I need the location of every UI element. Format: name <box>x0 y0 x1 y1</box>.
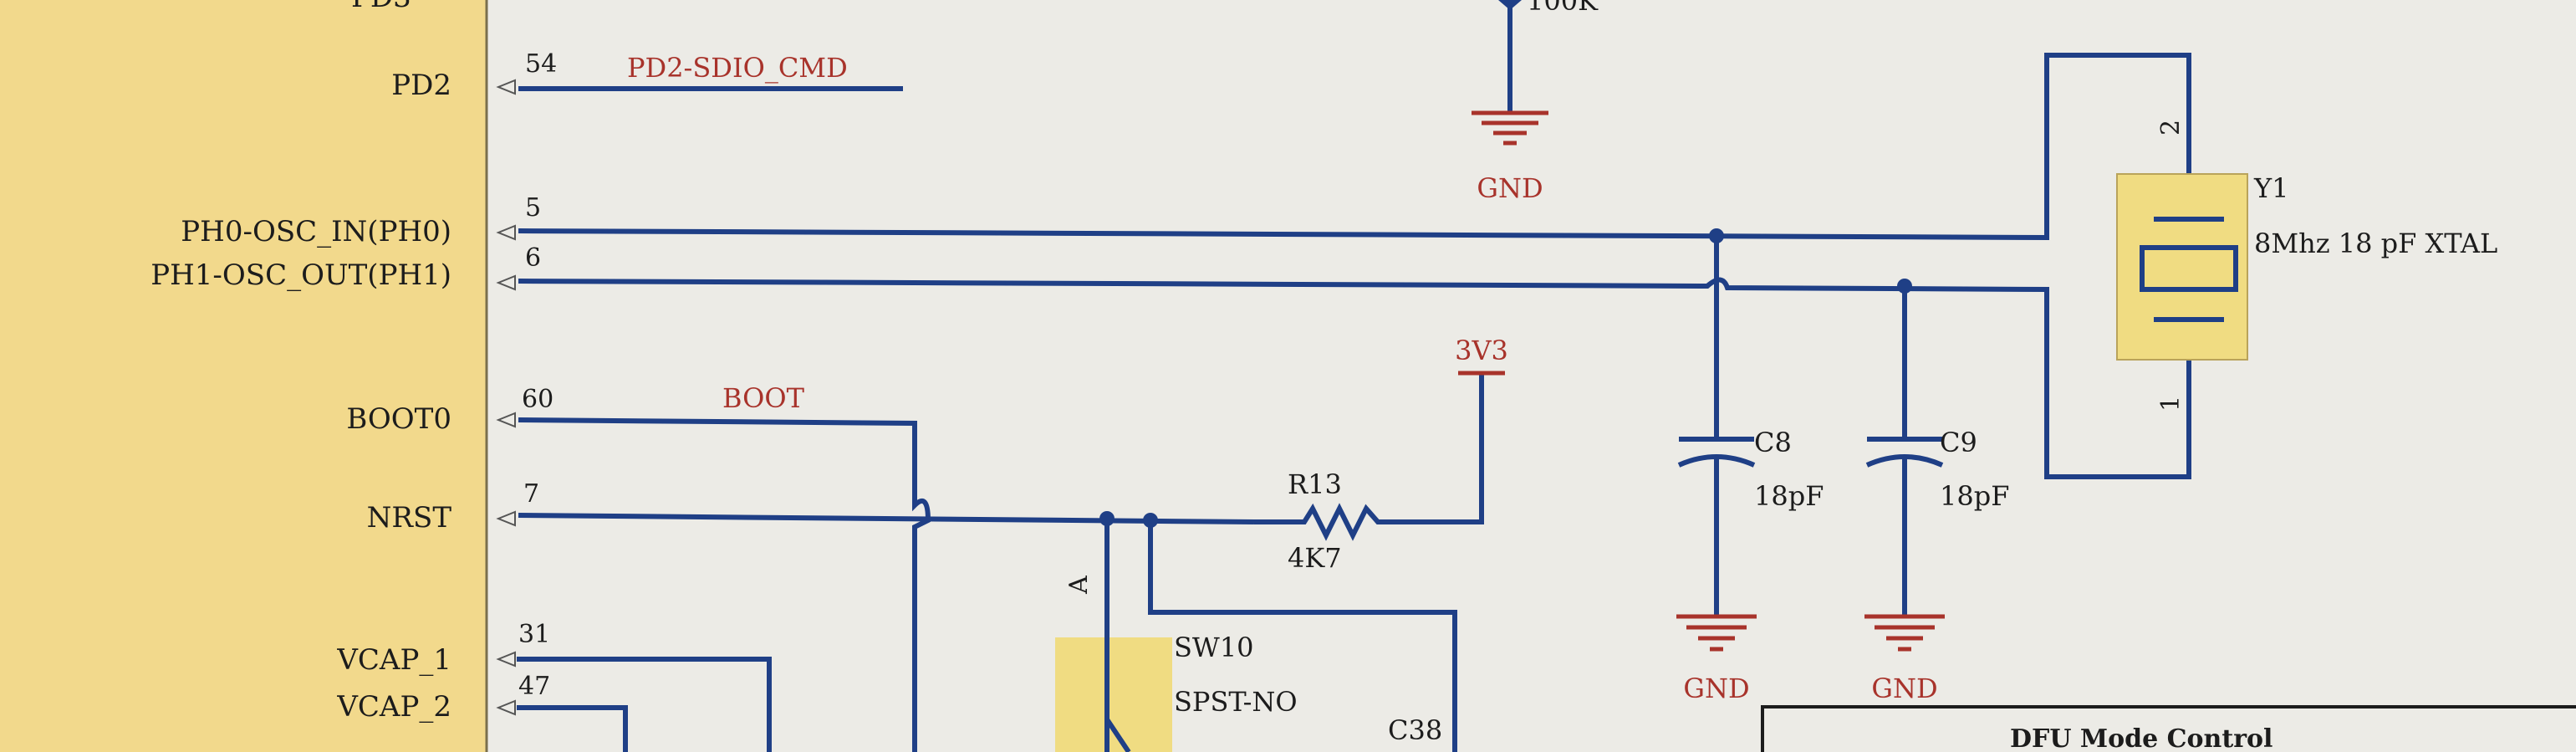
power-3v3: 3V3 <box>1455 335 1508 376</box>
y1-description: 8Mhz 18 pF XTAL <box>2254 228 2497 259</box>
pin-arrow-icon <box>496 651 516 668</box>
sw10-type: SPST-NO <box>1174 686 1298 718</box>
c9-value: 18pF <box>1940 480 2009 512</box>
pin-name: NRST <box>367 501 452 535</box>
pin-arrow-icon <box>496 274 516 291</box>
crystal-y1-body <box>2116 173 2248 361</box>
mcu-pin-name-cutoff: PD3 <box>351 0 411 14</box>
resistor-r13: R13 4K7 <box>1254 373 1484 574</box>
r13-value: 4K7 <box>1288 542 1342 574</box>
resistor-value-top: 100K <box>1527 0 1599 17</box>
gnd-symbol-c9: GND <box>1864 614 1945 704</box>
y1-pin1: 1 <box>2156 396 2186 412</box>
pin-name: PD2 <box>391 69 451 102</box>
dfu-mode-control-block: DFU Mode Control <box>1761 705 2576 752</box>
dfu-block-title: DFU Mode Control <box>2010 724 2272 752</box>
mcu-pin-boot0: BOOT0 60 BOOT <box>346 382 804 436</box>
wire-nrst <box>518 513 1255 524</box>
y1-designator: Y1 <box>2253 172 2288 204</box>
wire-osc-out <box>518 277 2191 479</box>
c8-designator: C8 <box>1754 427 1792 458</box>
gnd-symbol-c8: GND <box>1676 614 1757 704</box>
wire-vcap2 <box>517 705 628 752</box>
mcu-symbol-body <box>0 0 487 752</box>
pin-arrow-icon <box>496 224 516 241</box>
pin-name: PH0-OSC_IN(PH0) <box>181 215 451 248</box>
power-3v3-label: 3V3 <box>1455 335 1508 366</box>
pin-name: VCAP_1 <box>336 643 451 677</box>
pin-name: VCAP_2 <box>336 690 451 724</box>
r13-designator: R13 <box>1288 468 1342 500</box>
gnd-label: GND <box>1871 673 1937 704</box>
c38-designator: C38 <box>1388 714 1442 746</box>
pin-number: 5 <box>525 193 541 223</box>
gnd-label: GND <box>1477 172 1543 204</box>
mcu-pin-pd2: PD2 54 PD2-SDIO_CMD <box>391 49 903 102</box>
mcu-pin-vcap1: VCAP_1 31 <box>336 620 772 752</box>
pin-arrow-icon <box>496 699 516 716</box>
gnd-symbol-top: GND <box>1472 0 1548 204</box>
capacitor-c9: C9 18pF <box>1865 286 2009 615</box>
capacitor-c8: C8 18pF <box>1677 236 1824 615</box>
pin-number: 60 <box>522 385 553 414</box>
pin-name: BOOT0 <box>346 402 451 436</box>
pin-number: 31 <box>518 620 550 649</box>
net-label-pd2-sdio-cmd: PD2-SDIO_CMD <box>627 52 848 84</box>
crystal-y1: 2 1 Y1 8Mhz 18 pF XTAL <box>2116 120 2497 412</box>
pin-name: PH1-OSC_OUT(PH1) <box>150 258 451 292</box>
net-label-boot: BOOT <box>722 382 805 414</box>
c9-designator: C9 <box>1940 427 1977 458</box>
c8-value: 18pF <box>1754 480 1824 512</box>
pin-number: 7 <box>523 479 539 509</box>
dfu-block-frame <box>1761 705 2576 752</box>
mcu-pin-ph1: PH1-OSC_OUT(PH1) 6 <box>150 243 541 292</box>
y1-pin2: 2 <box>2156 120 2186 136</box>
sw10-designator: SW10 <box>1174 632 1254 663</box>
sw10-pin-marker: A <box>1064 576 1094 595</box>
pin-number: 6 <box>525 243 541 273</box>
pin-number: 54 <box>525 49 557 79</box>
pin-arrow-icon <box>496 79 516 95</box>
wire-osc-in <box>518 53 2191 241</box>
mcu-pin-nrst: NRST 7 <box>367 479 539 535</box>
gnd-label: GND <box>1683 673 1749 704</box>
pin-number: 47 <box>518 672 550 701</box>
wire-boot0 <box>518 417 931 752</box>
mcu-pin-ph0: PH0-OSC_IN(PH0) 5 <box>181 193 541 248</box>
switch-sw10-body <box>1055 637 1172 752</box>
pin-arrow-icon <box>496 510 516 527</box>
wire-nrst-c38 <box>1148 520 1457 752</box>
switch-sw10: A SW10 SPST-NO <box>1055 519 1298 752</box>
wire-vcap1 <box>517 657 772 752</box>
pin-arrow-icon <box>496 412 516 428</box>
mcu-pin-vcap2: VCAP_2 47 <box>336 672 628 752</box>
